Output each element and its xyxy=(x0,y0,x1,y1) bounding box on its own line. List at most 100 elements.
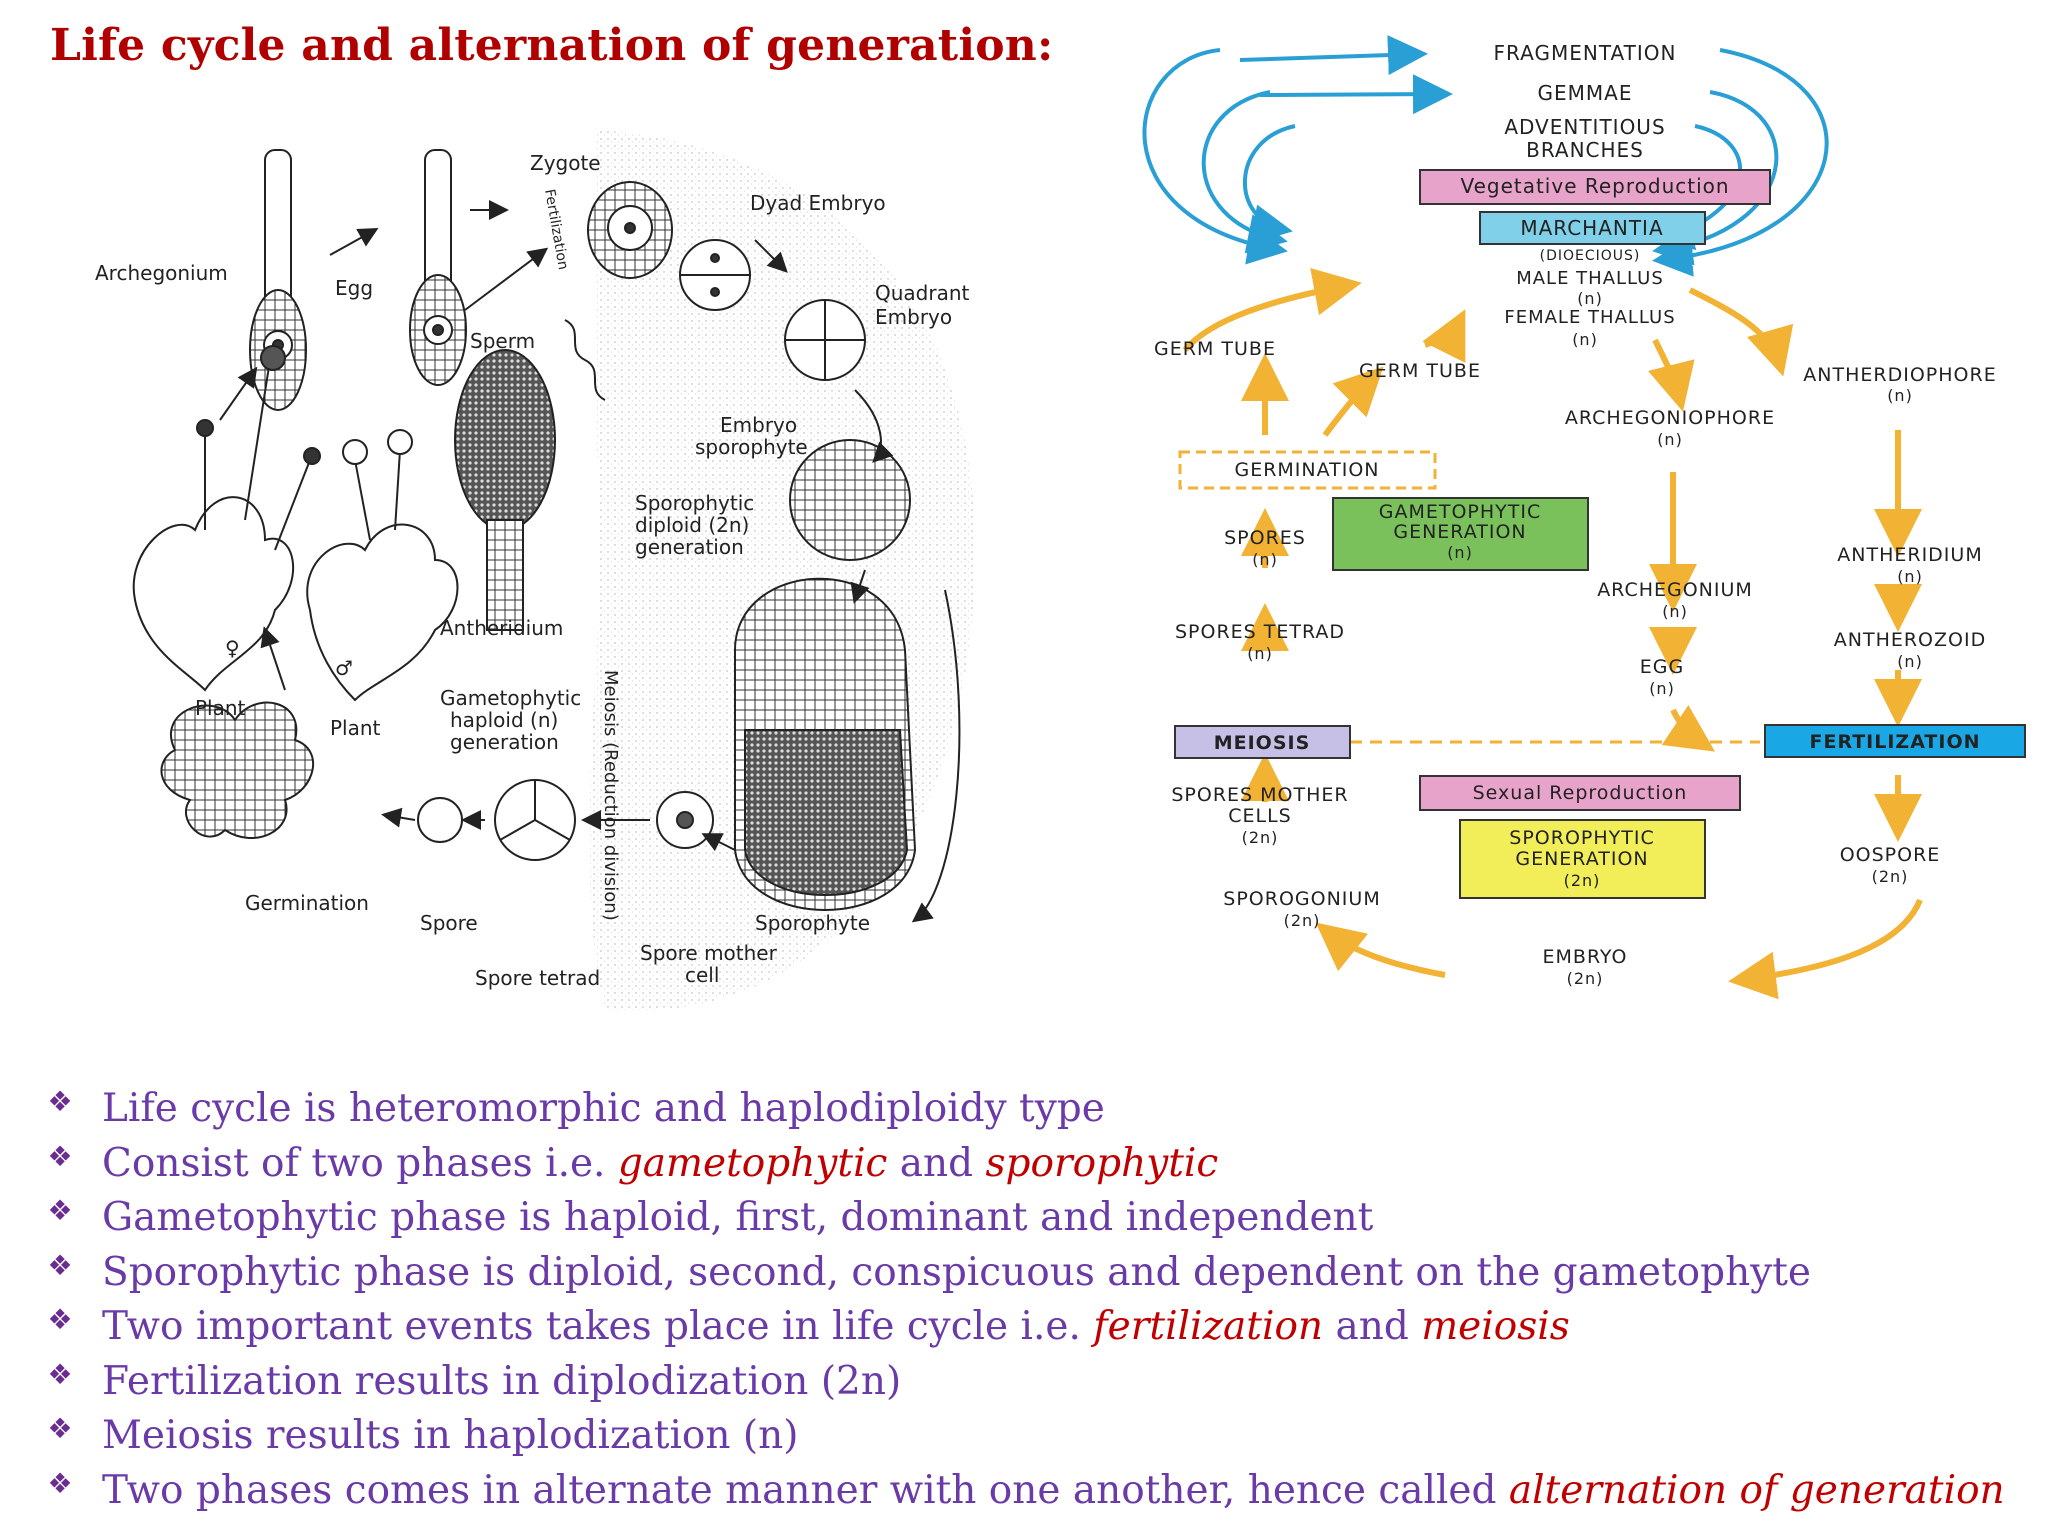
label-embryo-n: (2n) xyxy=(1567,969,1604,988)
label-male-thallus-n: (n) xyxy=(1577,289,1603,308)
label-spores-mother-2: CELLS xyxy=(1228,805,1292,827)
bullet-item: ❖ Meiosis results in haplodization (n) xyxy=(40,1409,2030,1464)
cycle-arrows xyxy=(219,200,961,923)
label-gametophytic-gen-3: generation xyxy=(450,730,559,754)
label-fertilization: FERTILIZATION xyxy=(1809,731,1980,753)
protonema-figure xyxy=(160,701,314,840)
diamond-bullet-icon: ❖ xyxy=(47,1194,73,1227)
label-fertilization: Fertilization xyxy=(541,188,571,271)
label-antheridium-n: (n) xyxy=(1897,567,1923,586)
sporophyte-figure xyxy=(734,577,917,911)
label-antheridium: ANTHERIDIUM xyxy=(1837,544,1982,566)
label-spore-tetrad: Spore tetrad xyxy=(475,966,600,990)
diamond-bullet-icon: ❖ xyxy=(47,1357,73,1391)
germination-box xyxy=(1178,450,1437,490)
diamond-bullet-icon: ❖ xyxy=(47,1085,73,1118)
label-gametophytic-1: GAMETOPHYTIC xyxy=(1379,501,1542,523)
bullet-item: ❖ Gametophytic phase is haploid, first, … xyxy=(40,1191,2030,1246)
label-fragmentation: FRAGMENTATION xyxy=(1494,41,1677,65)
label-zygote: Zygote xyxy=(530,151,601,175)
diamond-bullet-icon: ❖ xyxy=(47,1139,73,1173)
label-sperm: Sperm xyxy=(470,329,535,353)
label-embryo-sporophyte-2: sporophyte xyxy=(695,435,808,459)
diamond-bullet-icon: ❖ xyxy=(47,1303,73,1336)
label-spores-tetrad-n: (n) xyxy=(1247,644,1273,663)
label-germ-tube-mid: GERM TUBE xyxy=(1359,360,1481,382)
bullet-item: ❖ Life cycle is heteromorphic and haplod… xyxy=(40,1082,2030,1137)
label-archegonium: ARCHEGONIUM xyxy=(1597,579,1753,601)
label-sporophytic-2: GENERATION xyxy=(1515,848,1648,870)
label-germination: GERMINATION xyxy=(1234,459,1379,481)
label-spores-mother-1: SPORES MOTHER xyxy=(1171,784,1348,806)
label-female-thallus: FEMALE THALLUS xyxy=(1504,307,1675,328)
label-egg-n: (n) xyxy=(1649,679,1675,698)
diamond-bullet-icon: ❖ xyxy=(47,1466,73,1500)
label-oospore: OOSPORE xyxy=(1840,844,1941,866)
label-germ-tube-left: GERM TUBE xyxy=(1154,338,1276,360)
label-antherdiophore-n: (n) xyxy=(1887,386,1913,405)
label-marchantia: MARCHANTIA xyxy=(1520,216,1663,240)
diamond-bullet-icon: ❖ xyxy=(47,1412,73,1445)
label-germination: Germination xyxy=(245,891,369,915)
label-female-thallus-n: (n) xyxy=(1572,330,1598,349)
label-adventitious-2: BRANCHES xyxy=(1526,138,1644,162)
label-adventitious-1: ADVENTITIOUS xyxy=(1504,115,1665,139)
bullet-item: ❖ Fertilization results in diplodization… xyxy=(40,1355,2030,1410)
label-gametophytic-gen-2: haploid (n) xyxy=(450,708,558,732)
bullet-item: ❖ Sporophytic phase is diploid, second, … xyxy=(40,1246,2030,1301)
female-plant-figure xyxy=(132,345,321,692)
label-plant-right: Plant xyxy=(330,716,381,740)
label-male-thallus: MALE THALLUS xyxy=(1516,268,1664,289)
egg-archegonium-figure xyxy=(409,149,467,386)
label-meiosis: MEIOSIS xyxy=(1214,732,1311,754)
label-gemmae: GEMMAE xyxy=(1538,81,1633,105)
label-spores-mother-n: (2n) xyxy=(1242,828,1279,847)
label-spore-mother-cell-1: Spore mother xyxy=(640,941,778,965)
spore-tetrad-figure xyxy=(494,779,576,861)
label-dioecious: (DIOECIOUS) xyxy=(1540,248,1641,264)
gametophytic-generation-box xyxy=(1332,497,1589,571)
label-archegoniophore-n: (n) xyxy=(1657,430,1683,449)
label-embryo-sporophyte-1: Embryo xyxy=(720,413,797,437)
label-spores: SPORES xyxy=(1224,527,1306,549)
label-sporogonium-n: (2n) xyxy=(1284,911,1321,930)
label-archegoniophore: ARCHEGONIOPHORE xyxy=(1565,407,1775,429)
label-spore-mother-cell-2: cell xyxy=(685,963,719,987)
label-antherozoid-n: (n) xyxy=(1897,652,1923,671)
label-plant-left: Plant xyxy=(195,696,246,720)
label-embryo: EMBRYO xyxy=(1543,946,1628,968)
vegetative-reproduction-box xyxy=(1419,169,1771,205)
page-title: Life cycle and alternation of generation… xyxy=(50,20,1054,71)
zygote-figure xyxy=(587,181,673,279)
marchantia-box xyxy=(1479,211,1706,245)
label-sporogonium: SPOROGONIUM xyxy=(1223,888,1380,910)
label-sexual-reproduction: Sexual Reproduction xyxy=(1473,782,1688,804)
embryo-sporophyte-figure xyxy=(789,439,911,561)
label-quadrant-embryo-1: Quadrant xyxy=(875,281,970,305)
label-quadrant-embryo-2: Embryo xyxy=(875,305,952,329)
label-meiosis: Meiosis (Reduction division) xyxy=(600,670,621,921)
bullet-list: ❖ Life cycle is heteromorphic and haplod… xyxy=(40,1082,2030,1518)
fertilization-box xyxy=(1764,724,2026,758)
label-gametophytic-n: (n) xyxy=(1447,543,1473,562)
spore-mother-cell-figure xyxy=(656,791,714,849)
label-sporophyte: Sporophyte xyxy=(755,911,870,935)
sexual-reproduction-box xyxy=(1419,775,1741,811)
label-egg: EGG xyxy=(1640,656,1684,678)
label-sporophytic-gen-1: Sporophytic xyxy=(635,491,754,515)
label-antherozoid: ANTHEROZOID xyxy=(1834,629,1986,651)
label-gametophytic-2: GENERATION xyxy=(1393,521,1526,543)
dyad-embryo-figure xyxy=(679,239,751,311)
label-egg: Egg xyxy=(335,276,373,300)
flow-arrows xyxy=(1182,268,1923,1000)
label-oospore-n: (2n) xyxy=(1872,867,1909,886)
label-sporophytic-gen-2: diploid (2n) xyxy=(635,513,749,537)
marchantia-flowchart: FRAGMENTATION GEMMAE ADVENTITIOUS BRANCH… xyxy=(1142,35,2026,1000)
label-antherdiophore: ANTHERDIOPHORE xyxy=(1803,364,1996,386)
antheridium-figure xyxy=(454,349,556,631)
male-plant-figure xyxy=(306,429,459,702)
label-sporophytic-gen-3: generation xyxy=(635,535,744,559)
bullet-item: ❖ Two phases comes in alternate manner w… xyxy=(40,1464,2030,1519)
bullet-item: ❖ Consist of two phases i.e. gametophyti… xyxy=(40,1137,2030,1192)
diamond-bullet-icon: ❖ xyxy=(47,1248,73,1282)
